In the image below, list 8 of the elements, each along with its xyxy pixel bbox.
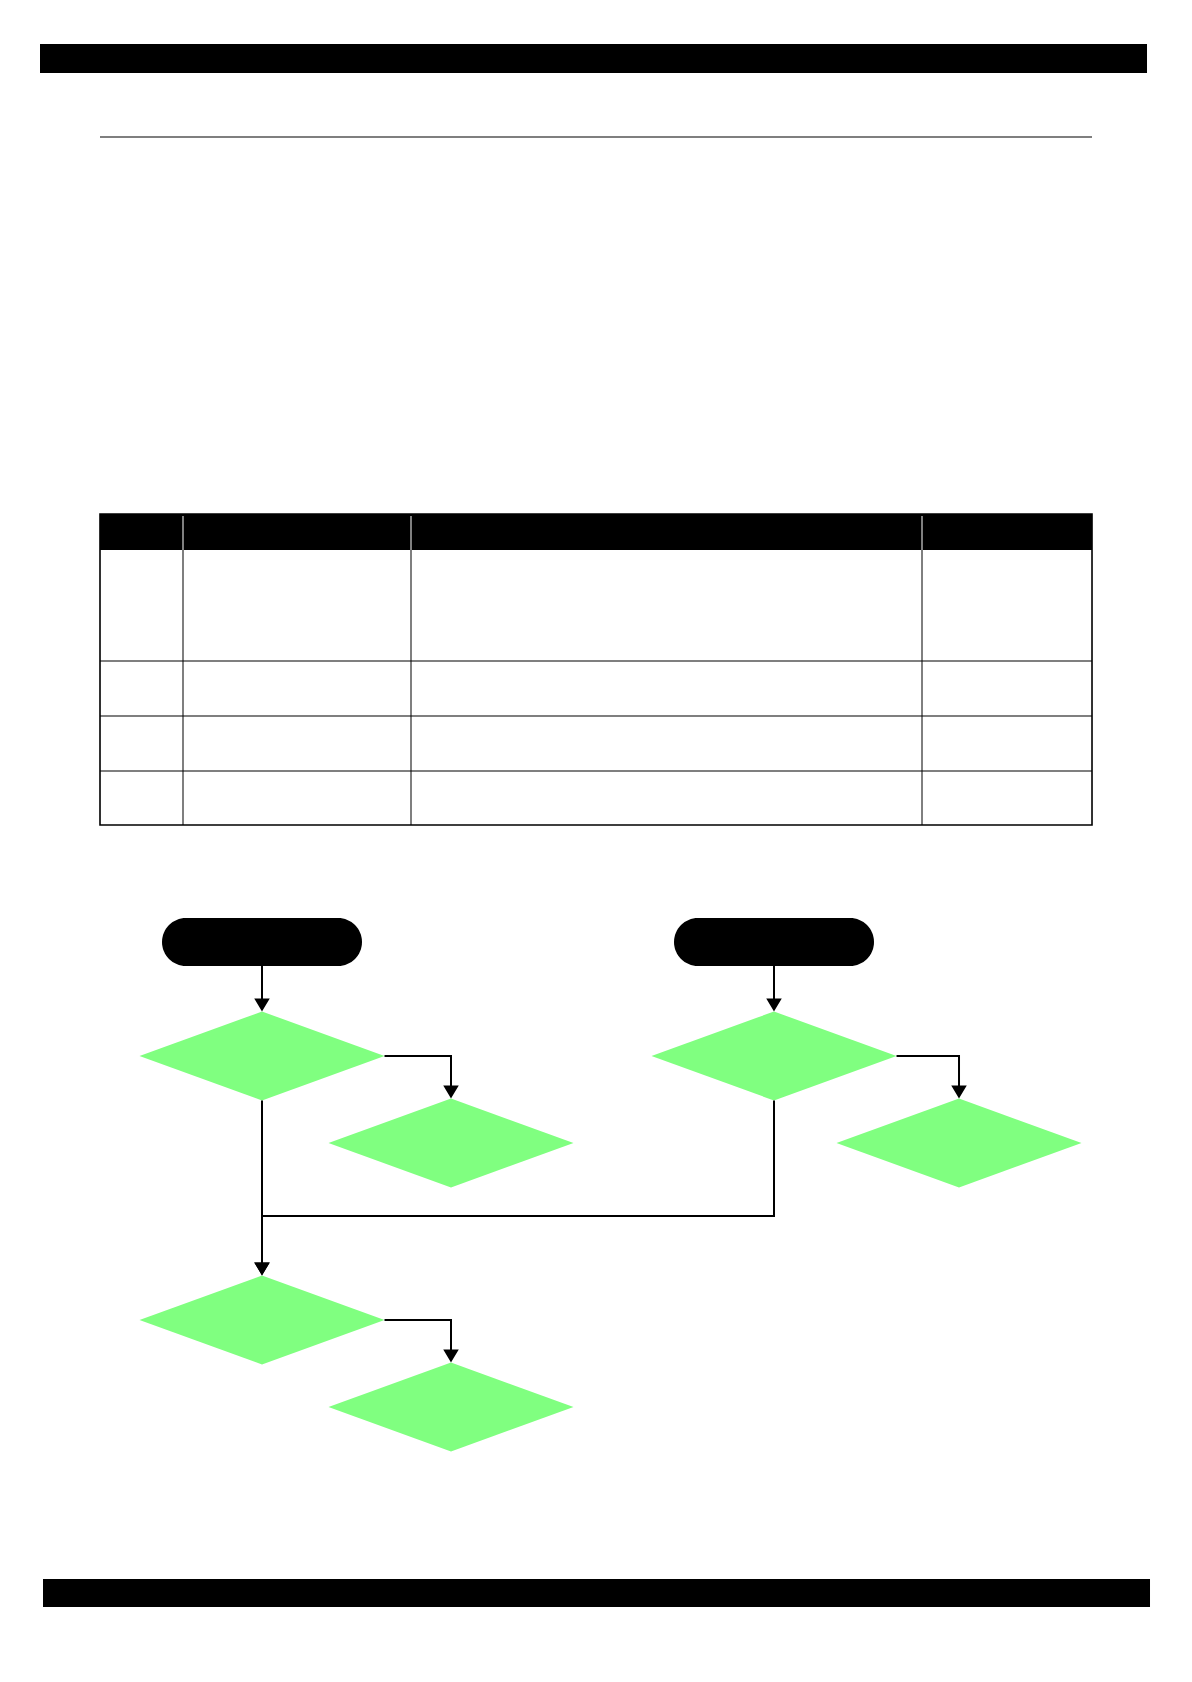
decision-diamond: [651, 1011, 897, 1101]
decision-diamond: [328, 1362, 574, 1452]
terminal: [162, 918, 362, 966]
decision-diamond: [139, 1275, 385, 1365]
decision-diamond: [139, 1011, 385, 1101]
terminal: [674, 918, 874, 966]
decision-diamond: [328, 1098, 574, 1188]
decision-diamond: [836, 1098, 1082, 1188]
